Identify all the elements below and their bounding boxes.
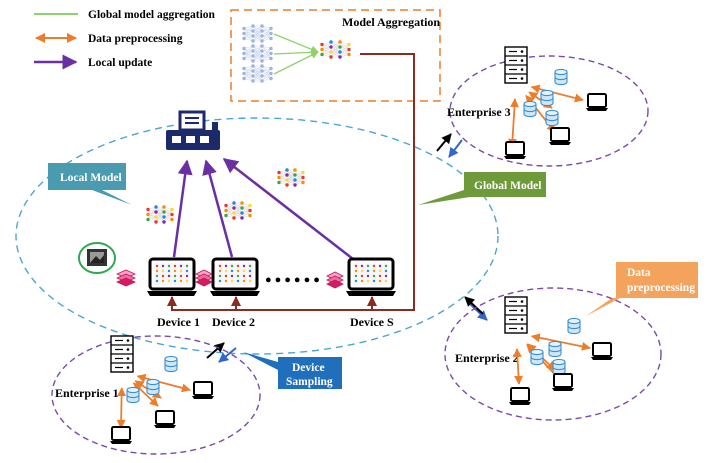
legend: Global model aggregation Data preprocess… <box>34 9 216 70</box>
enterprise-2-label: Enterprise 2 <box>455 351 519 365</box>
legend-local-update-label: Local update <box>88 57 152 69</box>
device-1[interactable]: Device 1 <box>145 257 200 329</box>
device-s-label: Device S <box>350 315 394 329</box>
device-sampling-callout: Device Sampling <box>243 352 342 389</box>
enterprise-1-label: Enterprise 1 <box>55 386 119 400</box>
data-preprocessing-callout: Data preprocessing <box>586 262 698 316</box>
layer-stack-icons <box>116 269 344 289</box>
device-1-label: Device 1 <box>157 315 200 329</box>
svg-text:Sampling: Sampling <box>286 376 333 388</box>
local-model-text: Local Model <box>60 172 122 184</box>
data-image-icon <box>78 242 116 274</box>
legend-preprocessing-label: Data preprocessing <box>88 33 183 45</box>
enterprise-1: Enterprise 1 <box>51 335 261 455</box>
global-model-callout: Global Model <box>418 172 546 205</box>
enterprise-3: Enterprise 3 <box>447 46 649 167</box>
central-server-icon <box>166 110 220 150</box>
device-cluster-boundary <box>15 117 499 355</box>
svg-text:Device: Device <box>292 362 325 374</box>
legend-aggregation-label: Global model aggregation <box>88 9 216 21</box>
local-model-callout: Local Model <box>48 163 132 205</box>
sampling-arrows <box>206 133 488 363</box>
enterprise-3-label: Enterprise 3 <box>447 105 511 119</box>
enterprise-1-server-icon <box>110 335 134 373</box>
local-model-networks <box>146 168 305 224</box>
global-model-text: Global Model <box>474 180 541 192</box>
enterprise-2: Enterprise 2 <box>444 287 662 421</box>
aggregation-networks <box>242 24 351 83</box>
svg-text:preprocessing: preprocessing <box>627 282 695 294</box>
local-update-arrows <box>172 158 354 260</box>
model-aggregation-title: Model Aggregation <box>342 15 440 29</box>
device-ellipsis: ●●●●●● <box>265 274 323 286</box>
enterprise-3-server-icon <box>504 46 528 84</box>
device-2[interactable]: Device 2 <box>208 257 262 329</box>
enterprise-2-server-icon <box>504 296 528 334</box>
device-2-label: Device 2 <box>212 315 255 329</box>
device-s[interactable]: Device S <box>344 257 398 329</box>
svg-text:Data: Data <box>627 267 651 279</box>
model-aggregation-box: Model Aggregation <box>230 9 441 102</box>
